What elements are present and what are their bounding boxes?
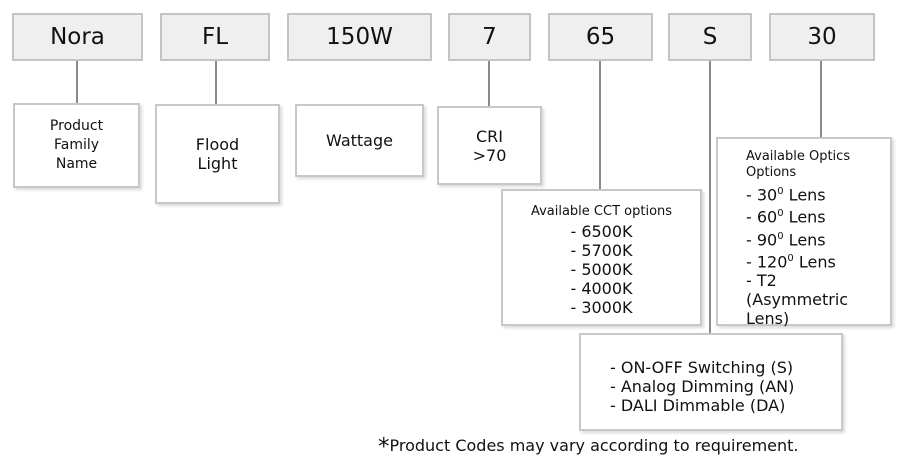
cct-item: - 4000K: [570, 279, 633, 298]
optics-item: - 900 Lens: [746, 229, 826, 249]
desc-cri-line-2: >70: [472, 145, 507, 165]
cct-item: - 3000K: [570, 298, 633, 317]
code-cct-text: 65: [585, 24, 616, 50]
cct-heading: Available CCT options: [530, 204, 673, 219]
desc-family-line-3: Name: [55, 156, 98, 172]
optics-item: - T2: [746, 271, 777, 291]
desc-box-cct: Available CCT options - 6500K - 5700K - …: [501, 189, 702, 326]
desc-family-line-2: Family: [53, 137, 100, 153]
desc-box-optics: Available Optics Options - 300 Lens - 60…: [716, 137, 892, 328]
desc-box-family: Product Family Name: [13, 103, 140, 188]
desc-box-cri: CRI >70: [437, 106, 542, 185]
optics-item: - 300 Lens: [746, 185, 826, 205]
switching-item: - ON-OFF Switching (S): [610, 358, 794, 377]
cct-item: - 5000K: [570, 260, 633, 279]
desc-type-line-1: Flood: [195, 135, 240, 154]
code-box-cct: 65: [548, 13, 653, 61]
optics-item: - 1200 Lens: [746, 252, 836, 272]
footnote-text: Product Codes may vary according to requ…: [389, 436, 799, 455]
desc-cri-line-1: CRI: [475, 126, 503, 146]
code-box-wattage: 150W: [287, 13, 432, 61]
code-family-text: Nora: [50, 24, 105, 50]
cct-item: - 5700K: [570, 241, 633, 260]
code-box-type: FL: [160, 13, 270, 61]
optics-item: - 600 Lens: [746, 207, 826, 227]
switching-item: - Analog Dimming (AN): [610, 377, 795, 396]
desc-box-type: Flood Light: [155, 104, 280, 204]
footnote-asterisk: *: [378, 434, 390, 460]
code-type-text: FL: [201, 24, 229, 50]
code-box-family: Nora: [12, 13, 143, 61]
desc-type-line-2: Light: [197, 154, 238, 173]
code-switching-text: S: [702, 24, 718, 50]
optics-list: - 300 Lens - 600 Lens - 900 Lens - 1200 …: [746, 182, 890, 328]
code-box-switching: S: [668, 13, 752, 61]
optics-item-tail: Lens): [746, 309, 790, 329]
code-box-optics: 30: [769, 13, 875, 61]
optics-item-tail: (Asymmetric: [746, 290, 849, 310]
code-box-cri: 7: [448, 13, 531, 61]
code-wattage-text: 150W: [326, 24, 393, 50]
desc-family-line-1: Product: [49, 118, 104, 134]
cct-item: - 6500K: [570, 222, 633, 241]
cct-list: - 6500K - 5700K - 5000K - 4000K - 3000K: [503, 222, 700, 317]
code-cri-text: 7: [482, 24, 497, 50]
switching-item: - DALI Dimmable (DA): [610, 396, 786, 415]
desc-box-switching: - ON-OFF Switching (S) - Analog Dimming …: [579, 333, 843, 431]
optics-heading: Available Optics Options: [746, 149, 851, 180]
code-optics-text: 30: [807, 24, 837, 50]
footnote: *Product Codes may vary according to req…: [378, 436, 799, 459]
desc-box-wattage: Wattage: [295, 104, 424, 177]
desc-wattage-line-1: Wattage: [326, 131, 393, 150]
